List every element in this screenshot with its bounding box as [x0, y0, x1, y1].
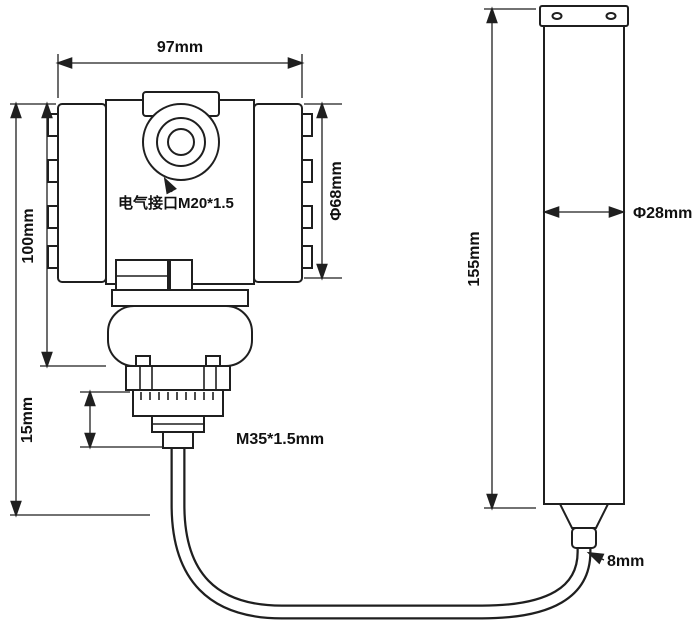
dimension-155mm: 155mm: [466, 6, 536, 511]
dimension-100mm: 100mm: [10, 101, 106, 369]
cable-gland: [162, 431, 194, 449]
probe-body: [543, 25, 625, 505]
dimension-68mm: Φ68mm: [304, 101, 345, 281]
neck-plate: [111, 289, 249, 307]
label-left-height: 100mm: [20, 208, 37, 263]
leader-line: [163, 176, 177, 195]
connection-cable: [170, 446, 592, 620]
cable-inner: [172, 446, 590, 618]
dimension-97mm: 97mm: [55, 39, 305, 98]
label-housing-diameter: Φ68mm: [328, 161, 345, 220]
dimension-15mm: 15mm: [19, 389, 162, 450]
label-cable-diameter-text: 8mm: [607, 553, 644, 570]
label-flange-height: 15mm: [19, 397, 36, 443]
label-electrical-port: 电气接口M20*1.5: [118, 176, 234, 212]
process-connection: [107, 259, 253, 449]
cable-outer: [170, 446, 592, 620]
flange-plate: [125, 365, 231, 391]
dimension-overall: [10, 101, 150, 518]
dimension-28mm: Φ28mm: [542, 205, 692, 222]
probe-vent-hole: [551, 12, 563, 20]
probe-vent-hole: [605, 12, 617, 20]
housing-right-cap: [253, 103, 303, 283]
thread-nut: [132, 389, 224, 417]
electrical-entry-hole: [167, 128, 195, 156]
label-top-width: 97mm: [157, 39, 203, 56]
sensor-chamber: [107, 305, 253, 367]
label-electrical-port-text: 电气接口M20*1.5: [118, 194, 234, 212]
thread-ticks: [140, 392, 214, 400]
housing-left-cap: [57, 103, 107, 283]
label-thread-spec-text: M35*1.5mm: [236, 431, 324, 448]
label-thread-spec: M35*1.5mm: [236, 431, 324, 448]
transmitter-housing: [47, 91, 313, 285]
leader-line: [586, 551, 605, 565]
mounting-bracket: [115, 259, 169, 291]
label-probe-length: 155mm: [466, 231, 483, 286]
label-probe-diameter: Φ28mm: [633, 205, 692, 222]
probe-neck: [558, 503, 610, 529]
probe-cable-gland: [571, 527, 597, 549]
label-cable-diameter: 8mm: [586, 551, 644, 570]
level-probe: [539, 5, 629, 549]
